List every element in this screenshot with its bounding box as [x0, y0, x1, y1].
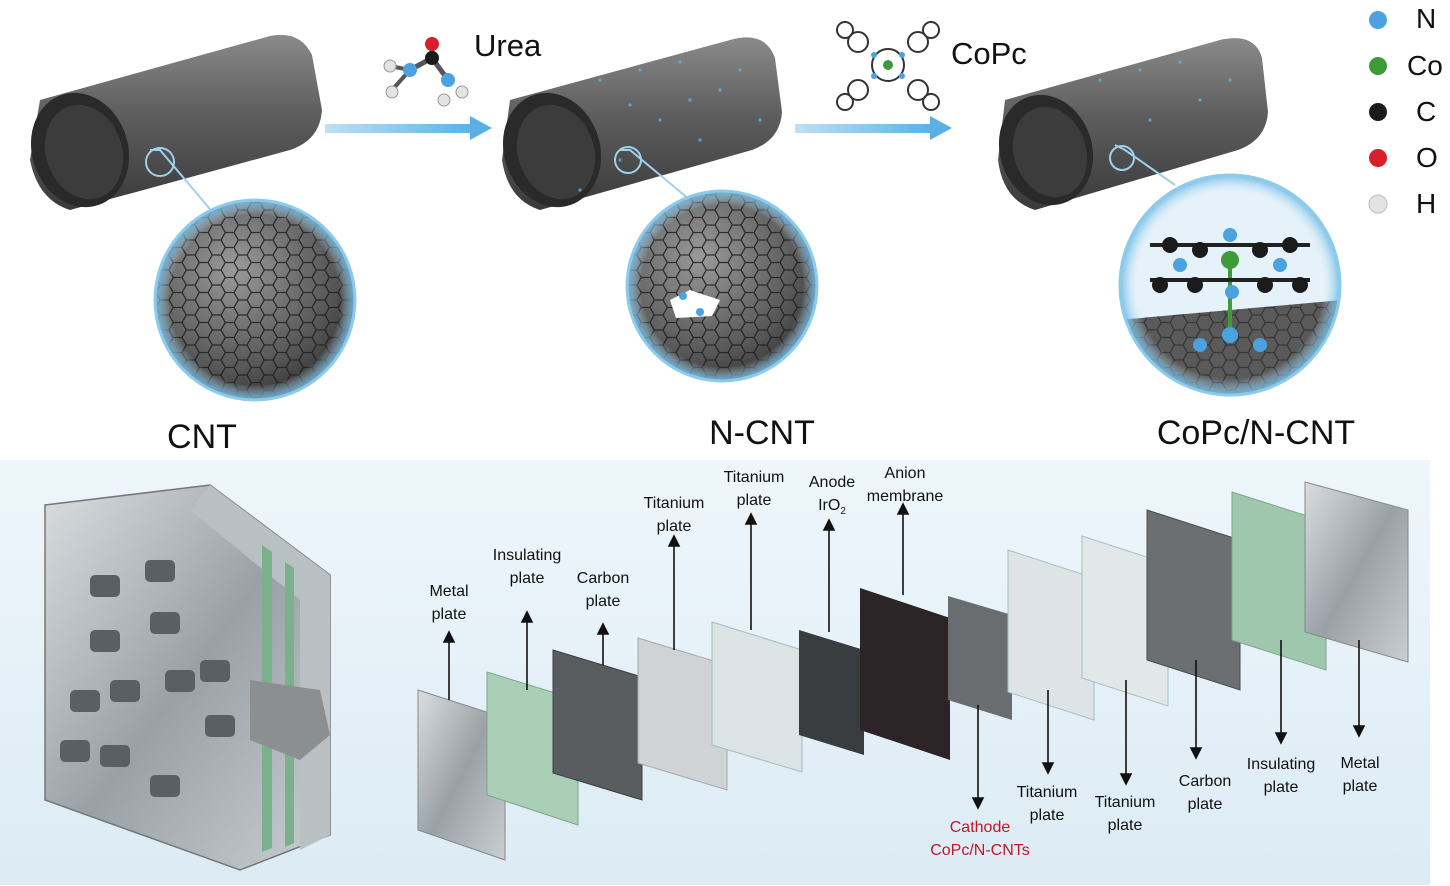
legend-dot-n [1369, 11, 1387, 29]
plate-metal-right [1304, 481, 1409, 663]
legend-label-o: O [1416, 142, 1438, 173]
copc-molecule-icon [836, 21, 940, 111]
legend-label-n: N [1416, 3, 1437, 34]
urea-molecule-icon [383, 37, 469, 107]
plate-metal-left [417, 689, 506, 861]
legend-label-c: C [1416, 96, 1437, 127]
copc-arrow [795, 116, 952, 140]
plate-insulating-right [1231, 491, 1327, 671]
copc-ncnt-illustration [998, 38, 1342, 397]
legend-dots [1368, 11, 1388, 214]
plate-titanium-2 [711, 621, 803, 773]
legend-dot-c [1369, 103, 1387, 121]
ncnt-illustration [502, 37, 819, 383]
cnt-illustration [30, 34, 357, 402]
stage-label-ncnt: N-CNT [709, 414, 815, 452]
reagent-label-urea: Urea [474, 28, 542, 63]
plate-carbon-right [1146, 509, 1241, 691]
anode-iro2 [799, 630, 864, 755]
legend-label-co: Co [1407, 50, 1443, 81]
urea-arrow [325, 116, 492, 140]
legend-dot-h [1368, 194, 1388, 214]
stage-label-cnt: CNT [167, 418, 237, 456]
plate-titanium-1 [637, 637, 728, 791]
stage-label-copc-ncnt: CoPc/N-CNT [1156, 414, 1356, 452]
legend-dot-co [1369, 57, 1387, 75]
reagent-label-copc: CoPc [951, 36, 1027, 71]
anion-membrane [860, 588, 950, 760]
plate-carbon-left [552, 649, 643, 801]
plate-titanium-3 [1007, 549, 1095, 721]
cathode-copc-ncnts [948, 596, 1012, 720]
legend-dot-o [1369, 149, 1387, 167]
label-arrows [442, 502, 1366, 810]
legend-label-h: H [1416, 188, 1437, 219]
assembled-cell-illustration [44, 484, 331, 871]
exploded-plates [417, 481, 1409, 861]
